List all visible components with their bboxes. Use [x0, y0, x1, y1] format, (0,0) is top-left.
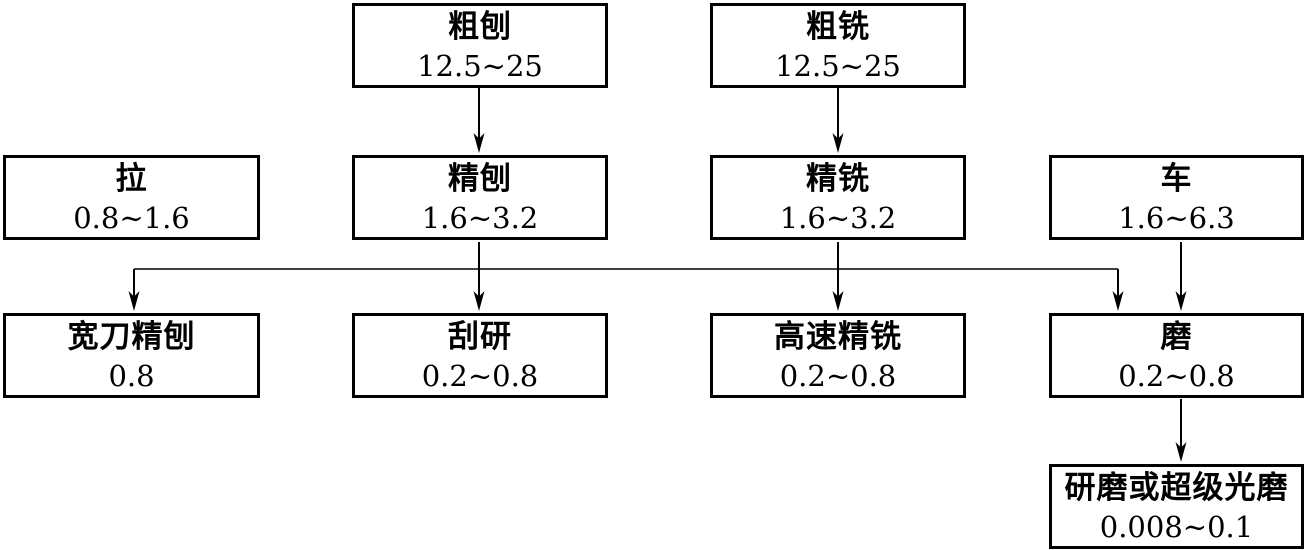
node-label: 精铣	[806, 160, 870, 197]
arrow-grinding-to-lapping	[1175, 399, 1187, 462]
node-broaching: 拉 0.8∼1.6	[3, 155, 260, 240]
node-label: 车	[1160, 160, 1193, 197]
node-value: 0.2∼0.8	[1118, 358, 1235, 393]
node-grinding: 磨 0.2∼0.8	[1049, 313, 1304, 398]
node-value: 12.5∼25	[417, 48, 543, 83]
node-value: 0.2∼0.8	[421, 358, 539, 393]
node-label: 刮研	[448, 318, 512, 355]
node-label: 拉	[115, 160, 148, 197]
node-scraping: 刮研 0.2∼0.8	[352, 313, 608, 398]
node-finish-milling: 精铣 1.6∼3.2	[710, 155, 966, 240]
node-rough-milling: 粗铣 12.5∼25	[710, 3, 966, 88]
node-rough-planing: 粗刨 12.5∼25	[352, 3, 608, 88]
node-value: 0.8	[108, 358, 155, 393]
node-label: 粗铣	[806, 8, 870, 45]
node-label: 磨	[1160, 318, 1193, 355]
node-high-speed-finish-milling: 高速精铣 0.2∼0.8	[710, 313, 966, 398]
arrow-trunk-to-grinding	[1112, 269, 1124, 311]
node-value: 0.008∼0.1	[1099, 509, 1254, 544]
node-lapping-or-superfinishing: 研磨或超级光磨 0.008∼0.1	[1049, 464, 1304, 549]
node-value: 1.6∼3.2	[421, 200, 539, 235]
node-value: 12.5∼25	[775, 48, 901, 83]
node-label: 精刨	[448, 160, 512, 197]
node-value: 0.8∼1.6	[73, 200, 190, 235]
node-label: 研磨或超级光磨	[1064, 469, 1289, 506]
node-label: 粗刨	[448, 8, 512, 45]
node-value: 0.2∼0.8	[779, 358, 897, 393]
node-finish-planing: 精刨 1.6∼3.2	[352, 155, 608, 240]
node-value: 1.6∼3.2	[779, 200, 897, 235]
arrow-finish-planing-to-scraping	[473, 242, 485, 311]
node-wide-blade-finish-planing: 宽刀精刨 0.8	[3, 313, 260, 398]
node-value: 1.6∼6.3	[1118, 200, 1235, 235]
arrow-rough-planing-to-finish-planing	[473, 88, 485, 153]
arrow-trunk-to-wide-blade-finish-planing	[128, 269, 140, 311]
node-turning: 车 1.6∼6.3	[1049, 155, 1304, 240]
node-label: 高速精铣	[774, 318, 902, 355]
node-label: 宽刀精刨	[67, 318, 196, 355]
arrow-finish-milling-to-high-speed-finish-milling	[832, 242, 844, 311]
arrow-turning-to-grinding	[1175, 242, 1187, 311]
arrow-rough-milling-to-finish-milling	[832, 88, 844, 153]
